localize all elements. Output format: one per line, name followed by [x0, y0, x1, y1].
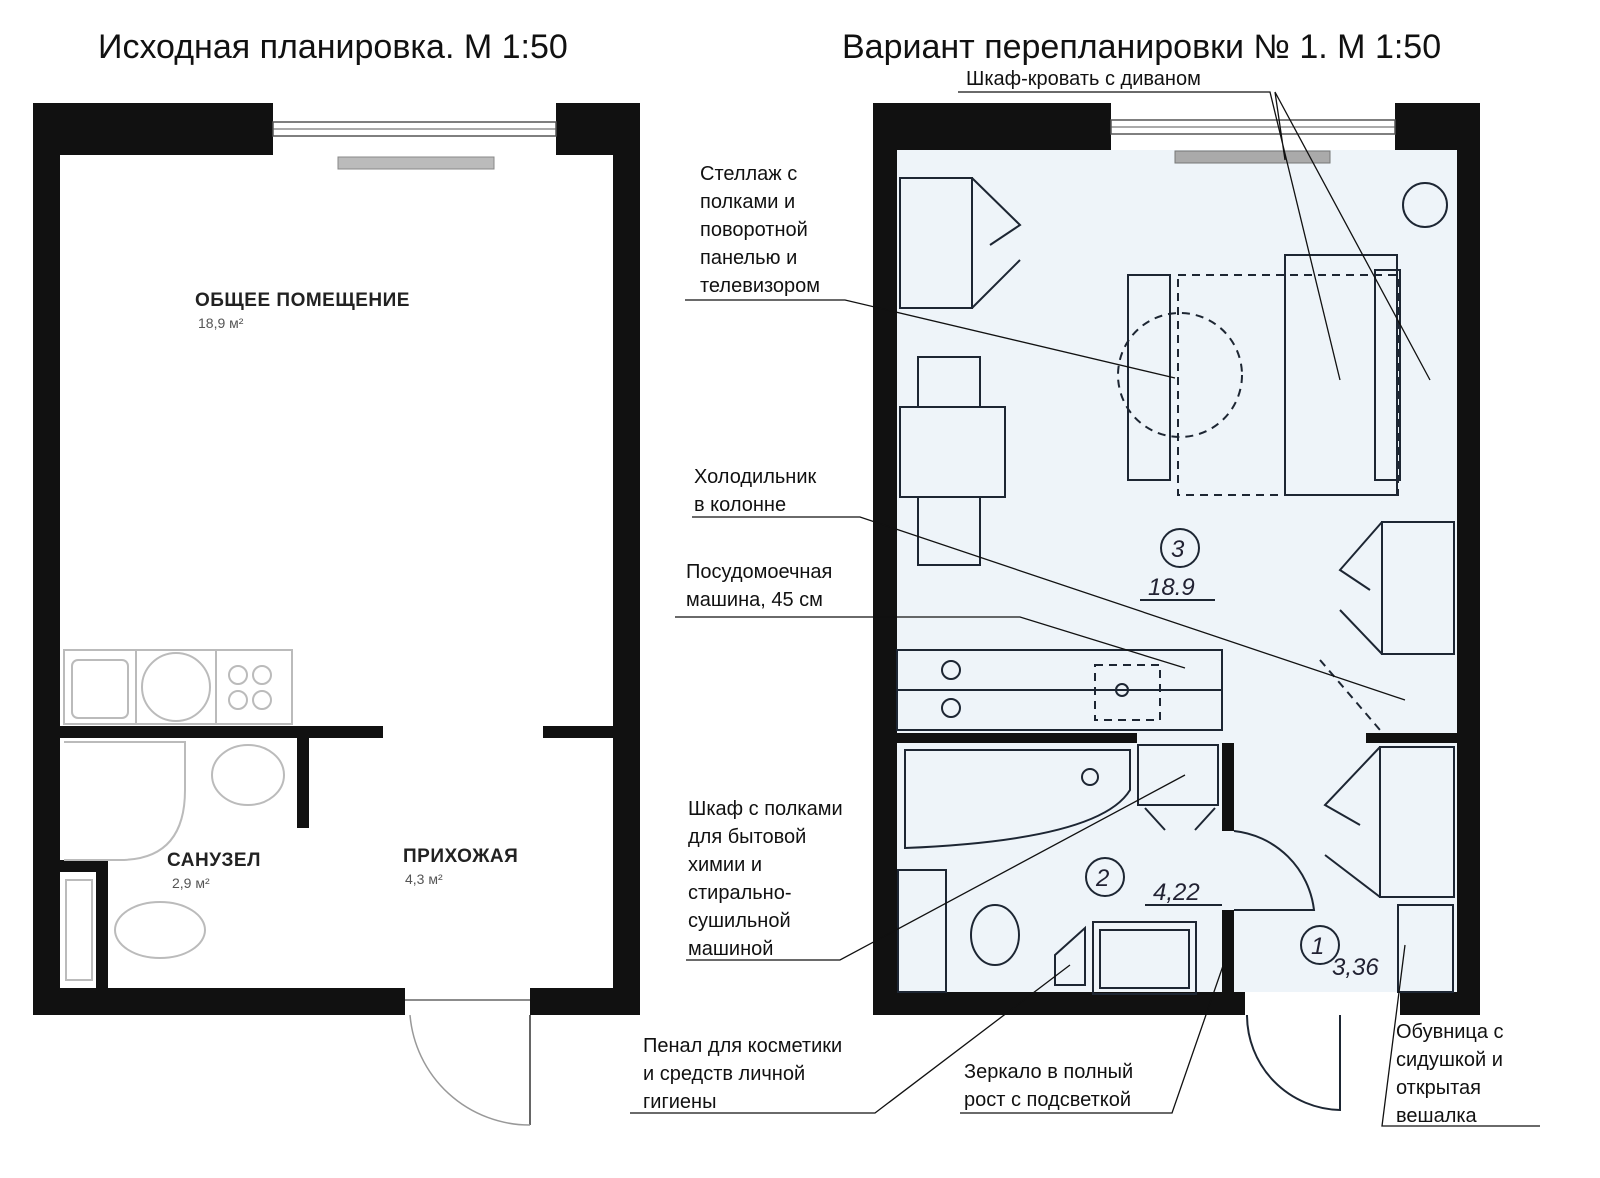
annotation-cosmetics-cabinet: Пенал для косметики и средств личной гиг… — [630, 964, 1071, 1114]
left-window — [272, 121, 557, 170]
right-plan: 3 18.9 2 4,22 1 3,36 — [873, 103, 1480, 1112]
annotation-text: в колонне — [694, 494, 786, 516]
room-area-hallway: 4,3 м² — [405, 871, 443, 887]
left-plan: ОБЩЕЕ ПОМЕЩЕНИЕ 18,9 м² САНУЗЕЛ 2,9 м² П… — [33, 103, 640, 1126]
room-area-2: 4,22 — [1153, 879, 1200, 906]
annotation-text: открытая — [1396, 1077, 1481, 1099]
annotation-text: машина, 45 см — [686, 589, 823, 611]
annotation-text: гигиены — [643, 1091, 716, 1113]
room-label-3: 3 18.9 — [1140, 528, 1215, 601]
room-area-common: 18,9 м² — [198, 315, 244, 331]
annotation-text: и средств личной — [643, 1063, 805, 1085]
annotation-text: Пенал для косметики — [643, 1035, 842, 1057]
annotation-text: Холодильник — [694, 466, 817, 488]
annotation-shelving-tv: Стеллаж с полками и поворотной панелью и… — [685, 163, 1176, 379]
annotation-text: машиной — [688, 938, 773, 960]
annotation-text: химии и — [688, 854, 762, 876]
annotation-text: стирально- — [688, 882, 792, 904]
annotation-text: рост с подсветкой — [964, 1089, 1131, 1111]
annotation-text: панелью и — [700, 247, 797, 269]
annotation-text: Шкаф-кровать с диваном — [966, 68, 1201, 90]
annotation-text: телевизором — [700, 275, 820, 297]
room-area-3: 18.9 — [1148, 574, 1195, 601]
right-plan-title: Вариант перепланировки № 1. М 1:50 — [842, 28, 1441, 66]
right-window — [1110, 119, 1396, 164]
annotation-dishwasher: Посудомоечная машина, 45 см — [675, 561, 1186, 669]
annotation-text: сушильной — [688, 910, 791, 932]
room-name-bathroom: САНУЗЕЛ — [167, 850, 261, 871]
room-name-hallway: ПРИХОЖАЯ — [403, 846, 518, 867]
annotation-text: полками и — [700, 191, 795, 213]
room-number-2: 2 — [1095, 865, 1109, 892]
annotation-text: Обувница с — [1396, 1021, 1504, 1043]
right-walls — [873, 103, 1480, 1015]
left-plan-title: Исходная планировка. М 1:50 — [98, 28, 568, 66]
annotation-text: Посудомоечная — [686, 561, 832, 583]
annotation-fridge: Холодильник в колонне — [692, 466, 1406, 701]
left-entrance-door — [405, 999, 531, 1126]
room-label-2: 2 4,22 — [1085, 857, 1222, 906]
room-area-1: 3,36 — [1332, 954, 1379, 981]
annotation-text: для бытовой — [688, 826, 806, 848]
annotation-shoe-rack: Обувница с сидушкой и открытая вешалка — [1381, 944, 1540, 1127]
annotation-chemicals-cabinet: Шкаф с полками для бытовой химии и стира… — [686, 774, 1186, 961]
annotation-text: поворотной — [700, 219, 808, 241]
left-walls — [33, 103, 640, 1015]
room-number-3: 3 — [1171, 536, 1185, 563]
room-area-bathroom: 2,9 м² — [172, 875, 210, 891]
annotation-wardrobe-bed: Шкаф-кровать с диваном — [958, 68, 1431, 381]
left-kitchen-fixtures — [63, 649, 293, 981]
annotation-text: Зеркало в полный — [964, 1061, 1133, 1083]
annotation-text: Стеллаж с — [700, 163, 797, 185]
annotation-text: вешалка — [1396, 1105, 1478, 1127]
annotation-mirror: Зеркало в полный рост с подсветкой — [960, 959, 1226, 1114]
annotation-text: сидушкой и — [1396, 1049, 1503, 1071]
room-name-common: ОБЩЕЕ ПОМЕЩЕНИЕ — [195, 290, 410, 311]
right-sketch-furniture — [896, 177, 1455, 1112]
room-number-1: 1 — [1311, 933, 1324, 960]
room-label-1: 1 3,36 — [1300, 925, 1379, 981]
annotation-text: Шкаф с полками — [688, 798, 843, 820]
